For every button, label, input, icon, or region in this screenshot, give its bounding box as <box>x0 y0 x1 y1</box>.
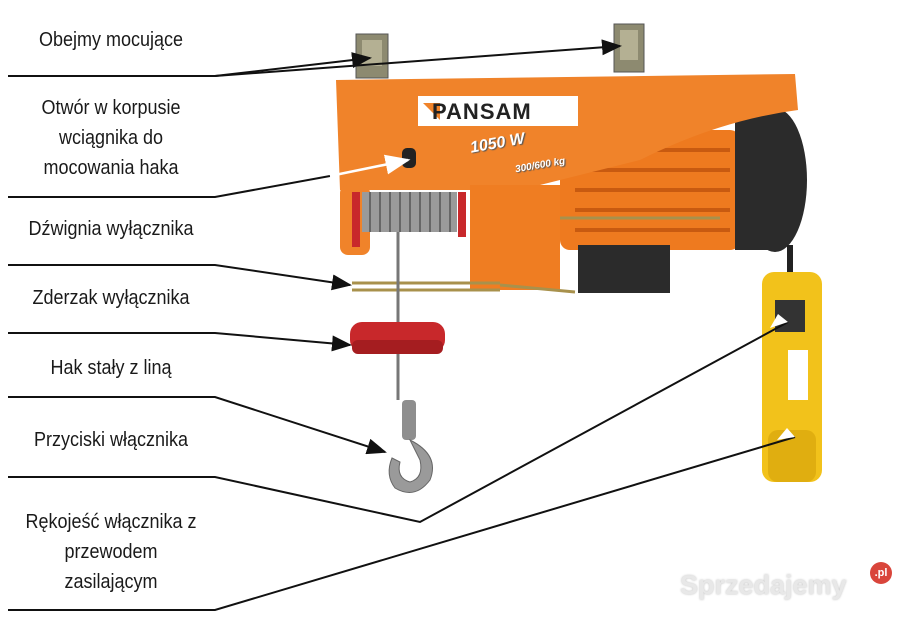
mounting-bracket-left <box>355 33 389 79</box>
mounting-bracket-right <box>613 23 645 73</box>
label-hook-hole-3: mocowania haka <box>43 157 179 179</box>
brand-logo: PANSAM <box>432 99 532 124</box>
label-fixed-hook: Hak stały z liną <box>50 357 172 379</box>
fixed-hook <box>388 400 433 493</box>
watermark: Sprzedajemy <box>680 570 847 600</box>
brand-label <box>418 96 578 126</box>
hook-hole <box>402 148 416 168</box>
switch-pendant <box>762 272 822 482</box>
switch-lever <box>352 281 576 294</box>
label-switch-stop: Zderzak wyłącznika <box>32 287 190 309</box>
label-switch-buttons: Przyciski włącznika <box>33 429 189 451</box>
label-hook-hole-2: wciągnika do <box>58 127 164 149</box>
rope-drum <box>340 185 670 293</box>
label-switch-handle-2: przewodem <box>64 541 158 563</box>
switch-stop <box>350 322 445 354</box>
label-switch-handle-3: zasilającym <box>64 571 158 593</box>
leader-lines <box>8 39 796 611</box>
label-switch-lever: Dźwignia wyłącznika <box>28 218 194 240</box>
label-hook-hole-1: Otwór w korpusie <box>41 97 181 119</box>
label-switch-handle-1: Rękojeść włącznika z <box>25 511 197 533</box>
label-mounting-brackets: Obejmy mocujące <box>38 29 184 51</box>
watermark-badge: .pl <box>870 562 892 584</box>
